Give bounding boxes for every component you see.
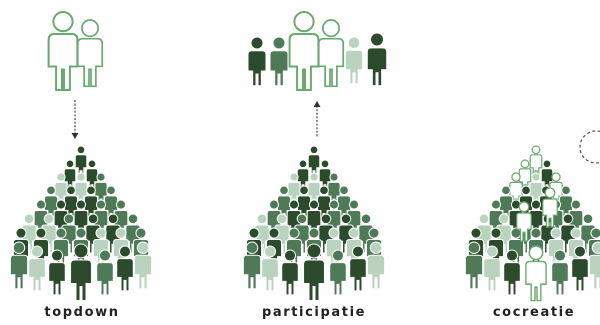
topdown-crowd-group <box>9 145 153 302</box>
crowd-figure <box>54 172 68 207</box>
crowd-figure <box>261 245 279 292</box>
crowd-figure <box>277 185 291 222</box>
caption-participatie: participatie <box>261 305 367 320</box>
crowd-figure <box>464 241 484 290</box>
caption-cocreatie: cocreatie <box>492 305 576 320</box>
crowd-figure <box>329 249 347 296</box>
crowd-figure <box>74 172 88 207</box>
crowd-figure <box>96 249 114 296</box>
crowd-figure <box>84 185 98 222</box>
downward-arrow <box>71 100 79 139</box>
crowd-figure-outline <box>516 201 532 242</box>
crowd-figure <box>242 241 262 290</box>
crowd-figure <box>307 145 321 178</box>
crowd-figure <box>70 243 92 302</box>
crowd-figure <box>287 172 301 207</box>
crowd-figure <box>349 245 367 292</box>
topdown-leaders-group <box>47 11 104 91</box>
participatie-leader-figure <box>247 36 267 87</box>
crowd-figure <box>64 185 78 222</box>
participatie-crowd-group <box>242 145 386 302</box>
crowd-figure <box>94 172 108 207</box>
crowd-figure <box>281 249 299 296</box>
crowd-figure <box>503 249 521 296</box>
crowd-figure <box>318 159 332 192</box>
caption-topdown: topdown <box>44 305 120 320</box>
participatie-leader-figure <box>269 36 289 87</box>
topdown-leader-figure <box>47 11 79 91</box>
participatie-leaders-group <box>247 11 388 91</box>
crowd-figure <box>307 172 321 207</box>
participatie-leader-figure <box>317 19 345 88</box>
arrowhead-icon <box>313 101 321 107</box>
partial-circle-icon <box>579 130 600 164</box>
crowd-figure <box>559 185 573 222</box>
crowd-figure <box>306 199 322 238</box>
crowd-figure <box>44 185 58 222</box>
topdown-panel <box>9 11 153 302</box>
crowd-figure-outline <box>525 245 547 302</box>
crowd-figure <box>337 185 351 222</box>
topdown-leader-figure <box>76 19 104 88</box>
crowd-figure-outline <box>542 187 558 228</box>
crowd-figure <box>297 185 311 222</box>
crowd-figure <box>366 241 386 290</box>
crowd-figure <box>116 245 134 292</box>
crowd-figure <box>317 185 331 222</box>
crowd-figure <box>63 159 77 192</box>
crowd-figure <box>74 145 88 178</box>
participatie-leader-figure <box>344 36 364 85</box>
participatie-leader-figure <box>288 11 320 91</box>
crowd-figure <box>551 249 569 296</box>
crowd-figure <box>104 185 118 222</box>
crowd-figure <box>529 172 543 207</box>
cocreatie-crowd-group <box>464 145 600 302</box>
crowd-figure <box>540 159 554 192</box>
participatie-leader-figure <box>366 32 388 87</box>
crowd-figure <box>588 241 600 290</box>
crowd-figure <box>85 159 99 192</box>
crowd-figure <box>509 172 523 207</box>
crowd-figure <box>48 249 66 296</box>
crowd-figure <box>327 172 341 207</box>
crowd-figure <box>133 241 153 290</box>
crowd-figure <box>9 241 29 290</box>
crowd-figure <box>529 145 543 178</box>
crowd-figure <box>483 245 501 292</box>
crowd-figure <box>571 245 589 292</box>
crowd-figure <box>296 159 310 192</box>
crowd-figure <box>518 159 532 192</box>
cocreatie-panel <box>464 130 600 302</box>
crowd-figure <box>499 185 513 222</box>
crowd-figure <box>303 243 325 302</box>
participatie-panel <box>242 11 388 302</box>
crowd-figure <box>28 245 46 292</box>
arrowhead-icon <box>71 133 79 139</box>
upward-arrow <box>313 101 321 138</box>
